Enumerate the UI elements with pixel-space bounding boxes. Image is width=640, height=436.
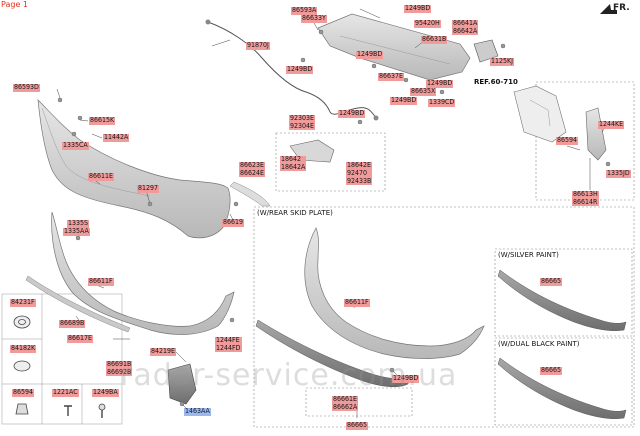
- page-label: Page 1: [1, 0, 28, 9]
- lower-valance: [51, 211, 235, 335]
- part-label-86611F[interactable]: 86611F: [88, 277, 114, 286]
- part-label-86619[interactable]: 86619: [222, 218, 245, 227]
- mud-guard-bracket: [167, 363, 197, 405]
- side-bracket: [585, 107, 607, 161]
- body-panel-reference: [513, 85, 567, 143]
- orientation-label: FR.: [613, 3, 630, 13]
- clip-icon: [15, 403, 29, 415]
- part-label-86665-b[interactable]: 86665: [540, 366, 563, 375]
- rear-bumper-cover: [37, 99, 231, 239]
- part-label-1249BD-c[interactable]: 1249BD: [356, 50, 384, 59]
- part-label-1249BD-e[interactable]: 1249BD: [390, 96, 418, 105]
- part-label-86594-b[interactable]: 86594: [12, 388, 35, 397]
- part-label-1249BD-f[interactable]: 1249BD: [338, 109, 366, 118]
- part-label-86665-c[interactable]: 86665: [346, 421, 369, 430]
- part-label-1244KE[interactable]: 1244KE: [598, 120, 625, 129]
- ref-label: REF.60-710: [474, 78, 518, 86]
- part-label-1221AC[interactable]: 1221AC: [52, 388, 79, 397]
- dual-black-paint-box: [494, 337, 633, 426]
- part-label-1125KJ[interactable]: 1125KJ: [490, 57, 515, 66]
- part-label-84231F[interactable]: 84231F: [10, 298, 36, 307]
- part-label-86633Y[interactable]: 86633Y: [301, 14, 327, 23]
- wiring-harness: [207, 21, 377, 119]
- lamp-detail-box: [275, 132, 386, 192]
- dual-black-paint-section-title: (W/DUAL BLACK PAINT): [498, 340, 580, 348]
- parts-legend-grid: [1, 293, 123, 425]
- part-label-86593D[interactable]: 86593D: [13, 83, 40, 92]
- part-label-86665-a[interactable]: 86665: [540, 277, 563, 286]
- lamp-garnish: [229, 181, 271, 207]
- fastener-markers: [57, 29, 611, 407]
- skid-garnish-dual-black: [497, 357, 627, 419]
- part-label-1339CD[interactable]: 1339CD: [428, 98, 456, 107]
- part-label-86631B[interactable]: 86631B: [421, 35, 448, 44]
- skid-garnish-silver: [497, 269, 627, 331]
- part-label-84182K[interactable]: 84182K: [10, 344, 37, 353]
- part-label-1249BA[interactable]: 1249BA: [92, 388, 119, 397]
- part-label-86611E[interactable]: 86611E: [88, 172, 115, 181]
- part-label-1249BD-a[interactable]: 1249BD: [404, 4, 432, 13]
- reflector-strip: [25, 275, 131, 333]
- part-label-1249BD-d[interactable]: 1249BD: [426, 79, 454, 88]
- part-label-86617E[interactable]: 86617E: [67, 334, 94, 343]
- part-label-86635X[interactable]: 86635X: [410, 87, 437, 96]
- sensor-module: [473, 39, 499, 63]
- part-label-11442A[interactable]: 11442A: [103, 133, 130, 142]
- part-label-84219E[interactable]: 84219E: [150, 347, 177, 356]
- part-label-95420H[interactable]: 95420H: [414, 19, 441, 28]
- part-label-1335S[interactable]: 1335S: [67, 219, 90, 228]
- part-label-86615K[interactable]: 86615K: [89, 116, 116, 125]
- part-label-86689B[interactable]: 86689B: [59, 319, 86, 328]
- part-label-86637E[interactable]: 86637E: [378, 72, 405, 81]
- bolt-icon: [98, 403, 106, 411]
- bumper-upper-bracket: [317, 13, 471, 81]
- part-label-1335AA[interactable]: 1335AA: [63, 227, 90, 236]
- grommet-icon: [13, 315, 31, 329]
- silver-paint-section-title: (W/SILVER PAINT): [498, 251, 559, 259]
- rear-skid-plate-section-title: (W/REAR SKID PLATE): [257, 209, 333, 217]
- screw-icon: [64, 405, 72, 416]
- part-label-1249BD-b[interactable]: 1249BD: [286, 65, 314, 74]
- part-label-1463AA[interactable]: 1463AA: [184, 407, 211, 416]
- rear-skid-plate: [304, 227, 485, 359]
- silver-paint-box: [494, 248, 633, 337]
- part-label-18642E[interactable]: 18642E: [346, 161, 373, 170]
- part-label-1335JD[interactable]: 1335JD: [606, 169, 631, 178]
- plug-icon: [13, 360, 31, 372]
- part-label-86593A[interactable]: 86593A: [291, 6, 318, 15]
- part-label-81297[interactable]: 81297: [137, 184, 160, 193]
- part-label-91870J[interactable]: 91870J: [246, 41, 270, 50]
- part-label-86594-a[interactable]: 86594: [556, 136, 579, 145]
- front-direction-arrow-icon: [600, 4, 617, 14]
- rear-skid-plate-box: [253, 206, 635, 428]
- legend-icons: [13, 315, 106, 418]
- part-label-86611F-b[interactable]: 86611F: [344, 298, 370, 307]
- part-label-1249BD-g[interactable]: 1249BD: [392, 374, 420, 383]
- skid-plate-sub-box: [305, 387, 413, 417]
- part-label-1335CA[interactable]: 1335CA: [62, 141, 89, 150]
